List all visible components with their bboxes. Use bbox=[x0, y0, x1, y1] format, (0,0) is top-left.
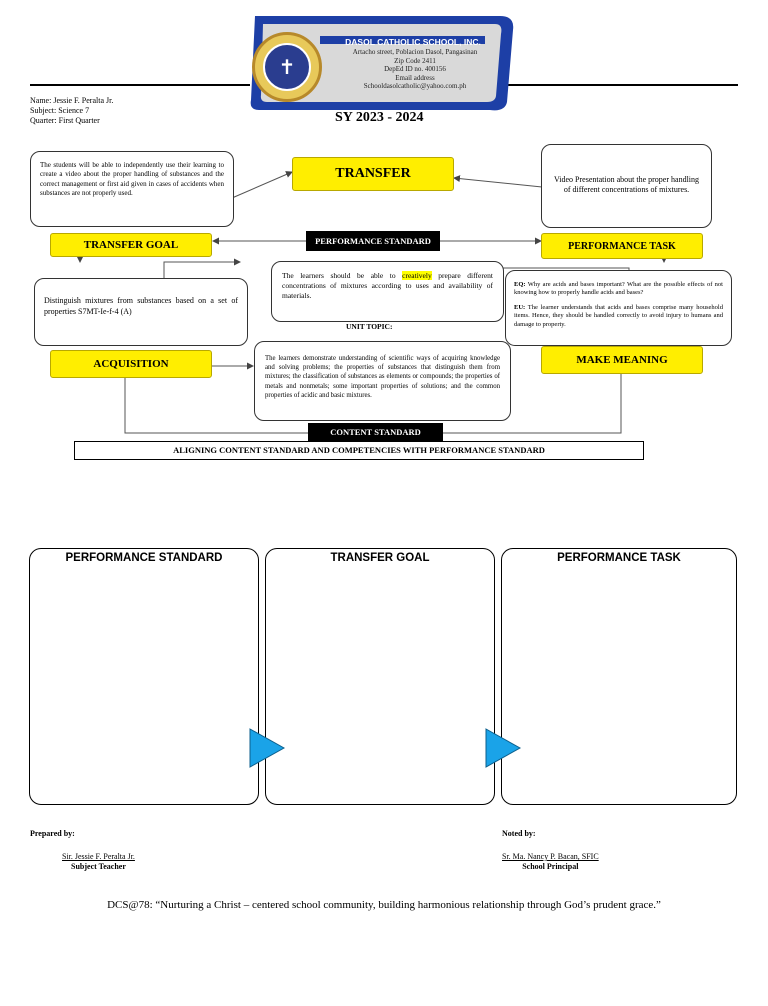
prepared-by-role: Subject Teacher bbox=[71, 862, 126, 871]
eq-eu-box: EQ: Why are acids and bases important? W… bbox=[505, 270, 732, 346]
unit-topic-label: UNIT TOPIC: bbox=[346, 322, 393, 331]
info-name: Name: Jessie F. Peralta Jr. bbox=[30, 96, 114, 105]
performance-task-panel: PERFORMANCE TASK bbox=[501, 548, 737, 805]
prepared-by-block: Sir. Jessie F. Peralta Jr. Subject Teach… bbox=[62, 852, 135, 872]
eq-line: EQ: Why are acids and bases important? W… bbox=[514, 281, 723, 298]
deped-line: DepEd ID no. 400156 bbox=[384, 65, 446, 74]
distinguish-box: Distinguish mixtures from substances bas… bbox=[34, 278, 248, 346]
panel-title-performance-task: PERFORMANCE TASK bbox=[557, 552, 681, 564]
transfer-button: TRANSFER bbox=[292, 157, 454, 191]
eu-label: EU: bbox=[514, 303, 526, 311]
teacher-info: Name: Jessie F. Peralta Jr. Subject: Sci… bbox=[30, 96, 113, 126]
eu-text: The learner understands that acids and b… bbox=[514, 303, 723, 328]
school-banner bbox=[250, 16, 514, 111]
email-label: Email address bbox=[395, 73, 435, 82]
eq-label: EQ: bbox=[514, 281, 526, 288]
noted-by-label: Noted by: bbox=[502, 829, 536, 838]
header-rule-left bbox=[30, 84, 250, 86]
aligning-banner: ALIGNING CONTENT STANDARD AND COMPETENCI… bbox=[74, 441, 644, 460]
performance-standard-panel: PERFORMANCE STANDARD bbox=[29, 548, 259, 805]
noted-by-role: School Principal bbox=[522, 862, 579, 871]
seal-inner: ✝ bbox=[263, 43, 311, 91]
ps-text-pre: The learners should be able to bbox=[282, 271, 403, 280]
prepared-by-label: Prepared by: bbox=[30, 829, 75, 838]
address-line: Artacho street, Poblacion Dasol, Pangasi… bbox=[352, 48, 478, 56]
prepared-by-name: Sir. Jessie F. Peralta Jr. bbox=[62, 852, 135, 861]
ps-text-post: prepare different concentrations of mixt… bbox=[282, 271, 493, 301]
zip-line: Zip Code 2411 bbox=[394, 56, 436, 65]
noted-by-block: Sr. Ma. Nancy P. Bacan, SFIC School Prin… bbox=[502, 852, 599, 872]
school-seal: ✝ bbox=[252, 32, 322, 102]
school-address: Artacho street, Poblacion Dasol, Pangasi… bbox=[325, 48, 505, 91]
performance-standard-text-box: The learners should be able to creativel… bbox=[271, 261, 504, 322]
make-meaning-label: MAKE MEANING bbox=[541, 346, 703, 374]
video-presentation-box: Video Presentation about the proper hand… bbox=[541, 144, 712, 228]
panel-title-transfer-goal: TRANSFER GOAL bbox=[330, 552, 430, 564]
content-standard-label: CONTENT STANDARD bbox=[308, 423, 443, 441]
header-rule-right bbox=[508, 84, 738, 86]
transfer-description-box: The students will be able to independent… bbox=[30, 151, 234, 227]
email-line: Schooldasolcatholic@yahoo.com.ph bbox=[363, 82, 467, 91]
flow-arrow-icon bbox=[485, 728, 522, 768]
info-quarter: Quarter: First Quarter bbox=[30, 116, 100, 125]
eu-line: EU: The learner understands that acids a… bbox=[514, 304, 723, 329]
panel-title-performance-standard: PERFORMANCE STANDARD bbox=[65, 552, 223, 564]
transfer-goal-panel: TRANSFER GOAL bbox=[265, 548, 495, 805]
flow-arrow-icon bbox=[249, 728, 286, 768]
eq-text: Why are acids and bases important? What … bbox=[514, 281, 723, 297]
info-subject: Subject: Science 7 bbox=[30, 106, 90, 115]
transfer-goal-label: TRANSFER GOAL bbox=[50, 233, 212, 257]
acquisition-label: ACQUISITION bbox=[50, 350, 212, 378]
school-motto: DCS@78: “Nurturing a Christ – centered s… bbox=[107, 899, 661, 911]
performance-standard-label: PERFORMANCE STANDARD bbox=[306, 231, 440, 251]
content-standard-text-box: The learners demonstrate understanding o… bbox=[254, 341, 511, 421]
school-year: SY 2023 - 2024 bbox=[335, 110, 424, 125]
noted-by-name: Sr. Ma. Nancy P. Bacan, SFIC bbox=[502, 852, 599, 861]
school-name: DASOL CATHOLIC SCHOOL, INC. bbox=[345, 37, 481, 47]
ps-text-highlight: creatively bbox=[402, 271, 432, 280]
performance-task-label: PERFORMANCE TASK bbox=[541, 233, 703, 259]
